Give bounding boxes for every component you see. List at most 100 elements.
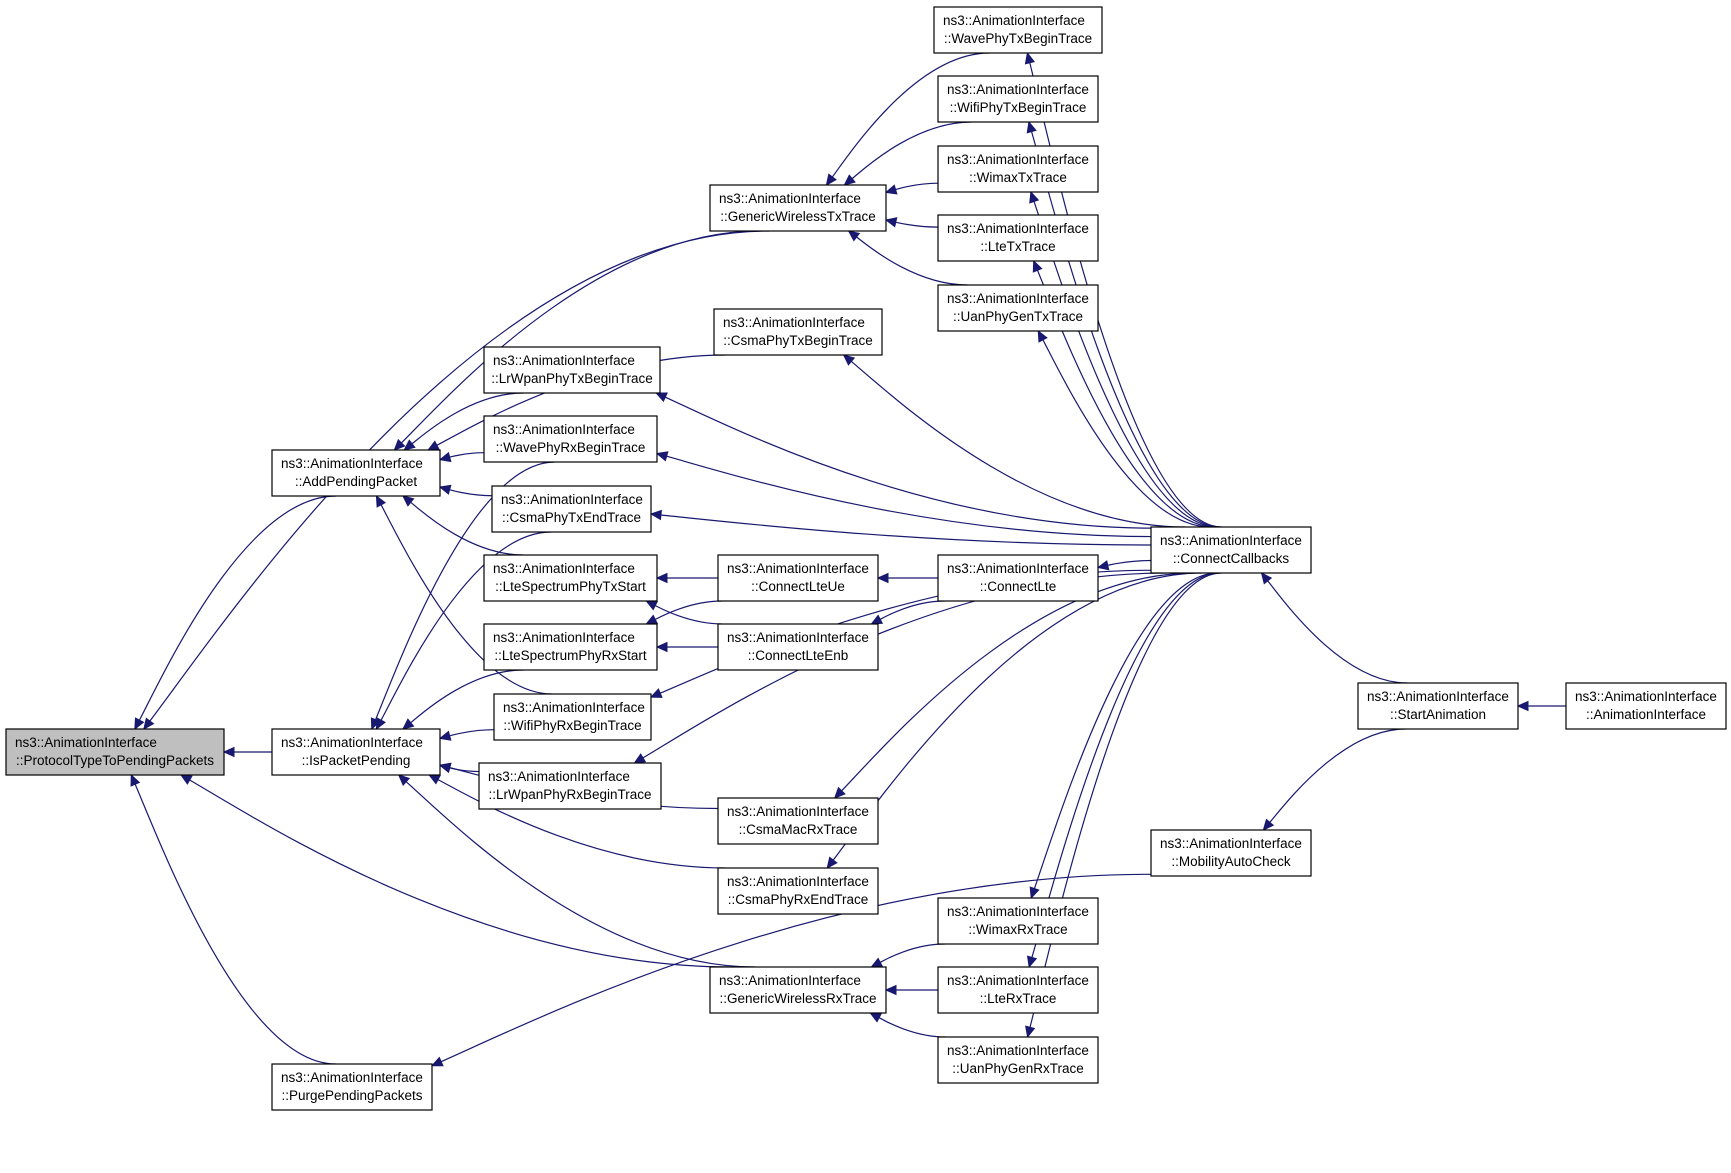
node-purge[interactable]: ns3::AnimationInterface::PurgePendingPac… (271, 1063, 433, 1111)
node-uanrx[interactable]: ns3::AnimationInterface::UanPhyGenRxTrac… (937, 1036, 1099, 1084)
node-wifitx[interactable]: ns3::AnimationInterface::WifiPhyTxBeginT… (937, 75, 1099, 123)
node-startanim[interactable]: ns3::AnimationInterface::StartAnimation (1357, 682, 1519, 730)
node-genrx[interactable]: ns3::AnimationInterface::GenericWireless… (709, 966, 887, 1014)
node-ltetx[interactable]: ns3::AnimationInterface::LteTxTrace (937, 214, 1099, 262)
node-label-method: ::WavePhyRxBeginTrace (496, 440, 646, 455)
arrowhead-icon (869, 1012, 883, 1023)
arrowhead-icon (375, 494, 386, 508)
node-csmaphytx[interactable]: ns3::AnimationInterface::CsmaPhyTxBeginT… (713, 308, 883, 356)
node-label-method: ::StartAnimation (1390, 707, 1486, 722)
node-box (937, 1036, 1099, 1084)
node-label-namespace: ns3::AnimationInterface (727, 561, 869, 576)
arrowhead-icon (884, 217, 898, 228)
node-ispending[interactable]: ns3::AnimationInterface::IsPacketPending (271, 728, 441, 776)
arrowhead-icon (438, 730, 452, 741)
node-box (717, 797, 879, 845)
node-label-namespace: ns3::AnimationInterface (947, 82, 1089, 97)
node-ltespecrx[interactable]: ns3::AnimationInterface::LteSpectrumPhyR… (483, 623, 658, 671)
node-label-namespace: ns3::AnimationInterface (281, 456, 423, 471)
node-label-method: ::ConnectLteUe (751, 579, 845, 594)
node-connlteenb[interactable]: ns3::AnimationInterface::ConnectLteEnb (717, 623, 879, 671)
arrowhead-icon (438, 762, 452, 773)
node-label-namespace: ns3::AnimationInterface (493, 353, 635, 368)
edge-line (189, 779, 732, 968)
node-box (933, 6, 1103, 54)
node-waverx[interactable]: ns3::AnimationInterface::WavePhyRxBeginT… (483, 415, 658, 463)
arrowhead-icon (876, 572, 889, 584)
edge-purge-to-protocol (130, 773, 336, 1065)
edge-line (440, 873, 1152, 1063)
edge-line (375, 461, 555, 720)
edge-line (1269, 728, 1406, 823)
node-mobility[interactable]: ns3::AnimationInterface::MobilityAutoChe… (1150, 829, 1312, 877)
node-label-namespace: ns3::AnimationInterface (719, 973, 861, 988)
node-label-namespace: ns3::AnimationInterface (493, 422, 635, 437)
node-gentx[interactable]: ns3::AnimationInterface::GenericWireless… (709, 184, 887, 232)
node-wifirx[interactable]: ns3::AnimationInterface::WifiPhyRxBeginT… (493, 693, 652, 741)
arrowhead-icon (1029, 190, 1040, 204)
arrowhead-icon (438, 484, 452, 495)
node-label-method: ::CsmaMacRxTrace (739, 822, 858, 837)
arrowhead-icon (833, 786, 846, 799)
edge-line (654, 604, 723, 625)
edge-line (895, 221, 939, 228)
arrowhead-icon (393, 438, 406, 451)
node-label-namespace: ns3::AnimationInterface (727, 804, 869, 819)
node-lterx[interactable]: ns3::AnimationInterface::LteRxTrace (937, 966, 1099, 1014)
node-label-method: ::PurgePendingPackets (281, 1088, 422, 1103)
node-label-method: ::IsPacketPending (302, 753, 411, 768)
edge-uantx-to-gentx (847, 230, 968, 286)
edge-line (134, 783, 336, 1065)
node-label-method: ::ConnectLte (980, 579, 1057, 594)
node-label-namespace: ns3::AnimationInterface (1575, 689, 1717, 704)
edge-ltespectx-to-addpending (402, 495, 524, 556)
node-label-namespace: ns3::AnimationInterface (488, 769, 630, 784)
node-label-method: ::LteSpectrumPhyTxStart (495, 579, 646, 594)
node-box (1150, 829, 1312, 877)
node-box (937, 897, 1099, 945)
edge-line (410, 669, 524, 724)
arrowhead-icon (402, 495, 415, 507)
node-connlte[interactable]: ns3::AnimationInterface::ConnectLte (937, 554, 1099, 602)
edges-layer (130, 51, 1566, 1067)
node-lrwpantx[interactable]: ns3::AnimationInterface::LrWpanPhyTxBegi… (483, 346, 661, 394)
node-csmaphyrxend[interactable]: ns3::AnimationInterface::CsmaPhyRxEndTra… (717, 867, 879, 915)
arrowhead-icon (1262, 818, 1275, 831)
node-lrwpanrx[interactable]: ns3::AnimationInterface::LrWpanPhyRxBegi… (478, 762, 662, 810)
edge-line (832, 572, 1202, 861)
edge-line (1267, 580, 1408, 684)
node-csmamacrx[interactable]: ns3::AnimationInterface::CsmaMacRxTrace (717, 797, 879, 845)
arrowhead-icon (655, 641, 668, 653)
edge-ltespecrx-to-ispending (402, 669, 524, 730)
arrowhead-icon (430, 1056, 444, 1067)
node-label-namespace: ns3::AnimationInterface (947, 561, 1089, 576)
node-wimaxrx[interactable]: ns3::AnimationInterface::WimaxRxTrace (937, 897, 1099, 945)
node-protocol[interactable]: ns3::AnimationInterface::ProtocolTypeToP… (5, 728, 225, 776)
node-label-method: ::LteSpectrumPhyRxStart (494, 648, 647, 663)
arrowhead-icon (655, 572, 668, 584)
node-label-namespace: ns3::AnimationInterface (493, 561, 635, 576)
node-ltespectx[interactable]: ns3::AnimationInterface::LteSpectrumPhyT… (483, 554, 658, 602)
node-label-method: ::LteRxTrace (980, 991, 1057, 1006)
edge-line (138, 495, 337, 721)
node-addpending[interactable]: ns3::AnimationInterface::AddPendingPacke… (271, 449, 441, 497)
node-label-method: ::WavePhyTxBeginTrace (944, 31, 1092, 46)
edge-addpending-to-protocol (134, 495, 337, 731)
node-wavetx[interactable]: ns3::AnimationInterface::WavePhyTxBeginT… (933, 6, 1103, 54)
arrowhead-icon (1026, 955, 1038, 969)
node-wimaxtx[interactable]: ns3::AnimationInterface::WimaxTxTrace (937, 145, 1099, 193)
node-uantx[interactable]: ns3::AnimationInterface::UanPhyGenTxTrac… (937, 284, 1099, 332)
edge-wifirx-to-addpending (375, 494, 553, 695)
node-label-method: ::ConnectLteEnb (748, 648, 849, 663)
edge-line (894, 182, 939, 191)
node-conncb[interactable]: ns3::AnimationInterface::ConnectCallback… (1150, 526, 1312, 574)
node-connltue[interactable]: ns3::AnimationInterface::ConnectLteUe (717, 554, 879, 602)
arrowhead-icon (842, 354, 856, 366)
node-csmaphytxend[interactable]: ns3::AnimationInterface::CsmaPhyTxEndTra… (491, 485, 652, 533)
node-animiface[interactable]: ns3::AnimationInterface::AnimationInterf… (1565, 682, 1727, 730)
edge-line (850, 360, 1186, 528)
node-box (937, 75, 1099, 123)
arrowhead-icon (843, 174, 856, 186)
node-label-method: ::CsmaPhyRxEndTrace (728, 892, 869, 907)
